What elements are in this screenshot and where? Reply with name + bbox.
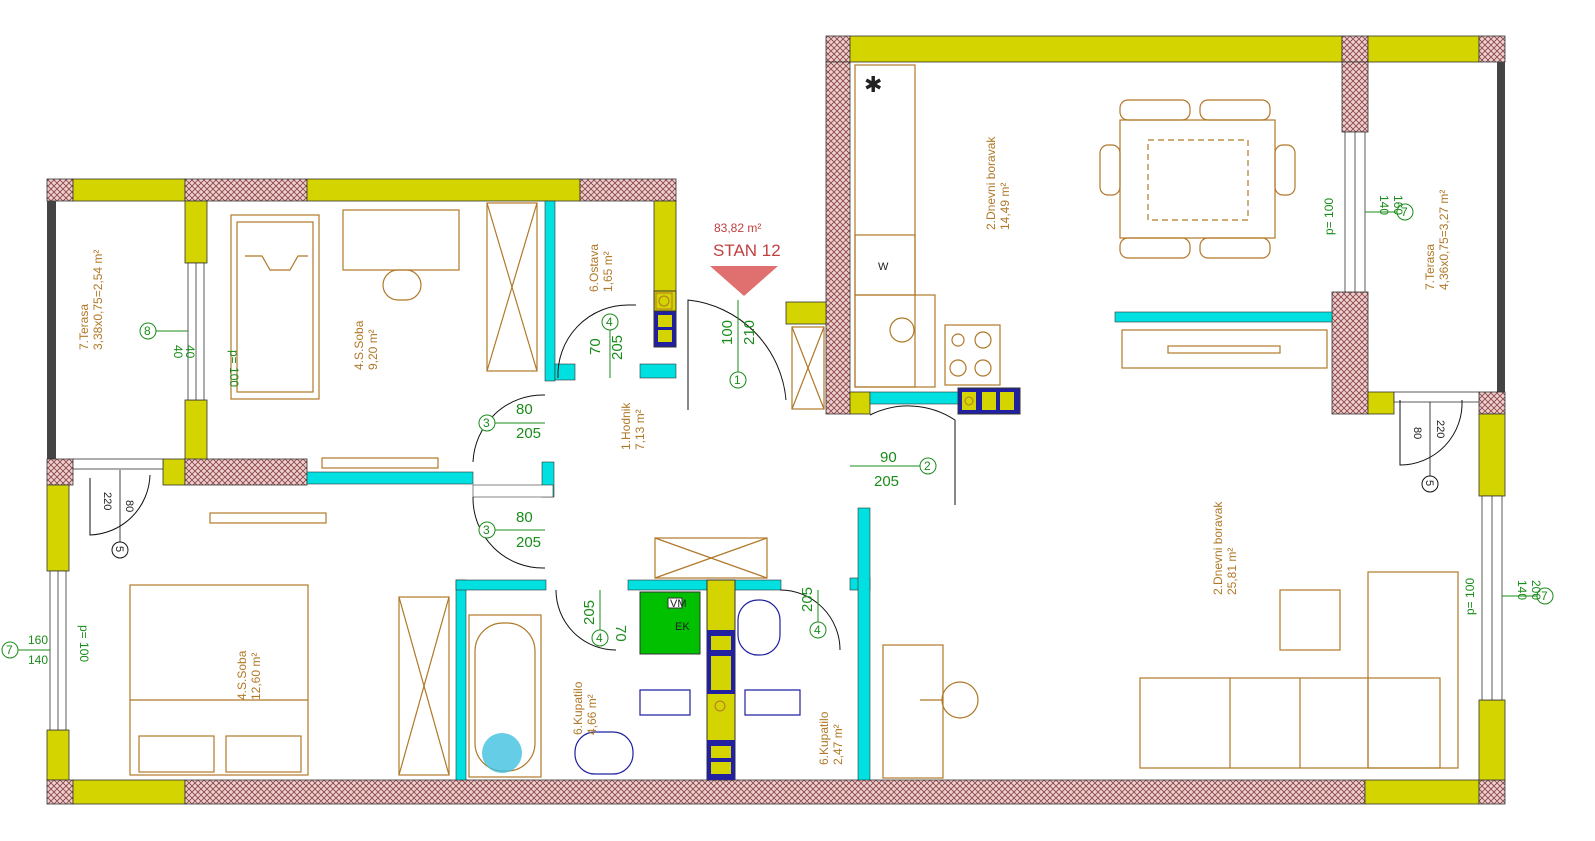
window7a-top: 160	[28, 633, 48, 647]
room-dnevni1-area: 14,49 m²	[998, 183, 1012, 230]
room-hodnik-name: 1.Hodnik	[619, 402, 633, 450]
door4a-mark: 4	[606, 315, 613, 329]
window7a-p: p= 100	[77, 625, 91, 662]
boiler-label: EK	[675, 621, 690, 633]
door4b-width-label: 205	[581, 600, 598, 625]
apartment-name: STAN 12	[713, 241, 781, 260]
window-dimensions: 8 40 40 p= 100 7 160 140 p= 100 7 140 16…	[1, 195, 1554, 667]
window8-p: p= 100	[227, 350, 241, 387]
door1-width: 100	[719, 320, 736, 345]
window7c-mark: 7	[1541, 589, 1548, 603]
room-dnevni2-name: 2.Dnevni boravak	[1211, 501, 1225, 595]
window5b-a: 80	[1411, 427, 1423, 439]
door4c-height-label: 205	[799, 587, 816, 612]
exterior-walls	[46, 35, 1506, 805]
door2-mark: 2	[924, 459, 931, 473]
window7b-bot: 160	[1391, 195, 1405, 215]
room-terasa2-area: 4,36x0,75=3,27 m²	[1437, 190, 1451, 290]
room-kupatilo2-area: 2,47 m²	[831, 724, 845, 765]
partitions	[306, 200, 1333, 781]
door1-height: 210	[741, 320, 758, 345]
room-soba1-area: 9,20 m²	[366, 329, 380, 370]
door4b-mark: 4	[596, 631, 603, 645]
room-ostava-name: 6.Ostava	[587, 244, 601, 292]
room-terasa1-name: 7.Terasa	[77, 304, 91, 350]
door-dimensions: 1 100 210 2 90 205 3 80 205 3 80 205 4 7…	[478, 300, 937, 647]
door1-mark: 1	[734, 373, 741, 387]
window5b-b: 220	[1434, 420, 1446, 438]
ducts	[653, 290, 1021, 781]
window8-top: 40	[171, 345, 185, 359]
door3b-mark: 3	[483, 523, 490, 537]
room-dnevni2-area: 25,81 m²	[1225, 548, 1239, 595]
room-ostava-area: 1,65 m²	[601, 251, 615, 292]
door4a-height: 205	[609, 335, 626, 360]
room-hodnik-area: 7,13 m²	[633, 409, 647, 450]
window7b-p: p= 100	[1322, 198, 1336, 235]
door2-height: 205	[874, 473, 899, 490]
washer-label: VM	[670, 598, 687, 610]
door3b-width: 80	[516, 509, 533, 526]
furniture	[129, 64, 1459, 779]
doors	[89, 299, 1463, 651]
window5a-b: 80	[123, 500, 135, 512]
fridge-label: W	[878, 261, 889, 273]
door4a-width: 70	[587, 338, 604, 355]
window7c-top: 140	[1515, 580, 1529, 600]
door3a-mark: 3	[483, 416, 490, 430]
freezer-icon: ✱	[864, 72, 882, 97]
door3a-height: 205	[516, 425, 541, 442]
window7a-mark: 7	[6, 643, 13, 657]
window7b-top: 140	[1377, 195, 1391, 215]
bath-drain-icon	[482, 733, 522, 773]
window5a-a: 220	[101, 492, 113, 510]
window5b-mark: 5	[1423, 480, 1435, 486]
door4c-mark: 4	[814, 623, 821, 637]
window7c-bot: 200	[1529, 580, 1543, 600]
window5a-mark: 5	[113, 546, 125, 552]
room-kupatilo2-name: 6.Kupatilo	[817, 711, 831, 765]
room-soba2-area: 12,60 m²	[249, 653, 263, 700]
room-kupatilo1-area: 4,66 m²	[585, 694, 599, 735]
entrance-marker-icon	[710, 266, 778, 296]
room-soba1-name: 4.S.Soba	[352, 320, 366, 370]
room-soba2-name: 4.S.Soba	[235, 650, 249, 700]
room-dnevni1-name: 2.Dnevni boravak	[984, 136, 998, 230]
apartment-area: 83,82 m²	[714, 221, 761, 235]
room-terasa1-area: 3,38x0,75=2,54 m²	[91, 250, 105, 350]
door3a-width: 80	[516, 401, 533, 418]
room-terasa2-name: 7.Terasa	[1423, 244, 1437, 290]
room-kupatilo1-name: 6.Kupatilo	[571, 681, 585, 735]
door3b-height: 205	[516, 534, 541, 551]
door2-width: 90	[880, 449, 897, 466]
window8-mark: 8	[144, 324, 151, 338]
door4b-height-label: 70	[612, 625, 629, 642]
window7b-mark: 7	[1401, 205, 1408, 219]
window7a-bot: 140	[28, 653, 48, 667]
window8-bot: 40	[183, 345, 197, 359]
window7c-p: p= 100	[1463, 578, 1477, 615]
